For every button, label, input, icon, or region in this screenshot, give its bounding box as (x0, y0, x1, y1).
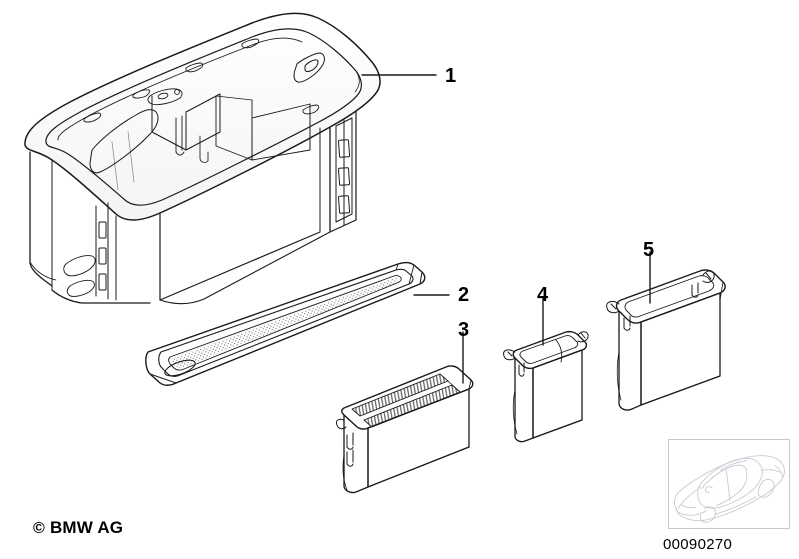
callout-number-1: 1 (445, 65, 457, 87)
vehicle-thumbnail (668, 439, 790, 529)
callout-number-4: 4 (537, 284, 549, 306)
copyright-symbol: © (33, 520, 45, 537)
callout-number-3: 3 (458, 319, 470, 341)
callout-leader-lines (361, 74, 651, 384)
part-4-divider-small (503, 330, 589, 443)
diagram-number: 00090270 (663, 536, 733, 553)
part-5-divider-medium (606, 269, 726, 411)
copyright-notice: © BMW AG (33, 518, 123, 538)
copyright-text: BMW AG (49, 518, 124, 537)
callout-number-2: 2 (458, 284, 470, 306)
callout-number-5: 5 (643, 239, 655, 261)
part-2-insert-tray (145, 261, 426, 386)
part-1-storage-compartment (24, 12, 381, 305)
part-3-divider-large (336, 365, 474, 494)
vehicle-outline-icon (674, 455, 785, 523)
